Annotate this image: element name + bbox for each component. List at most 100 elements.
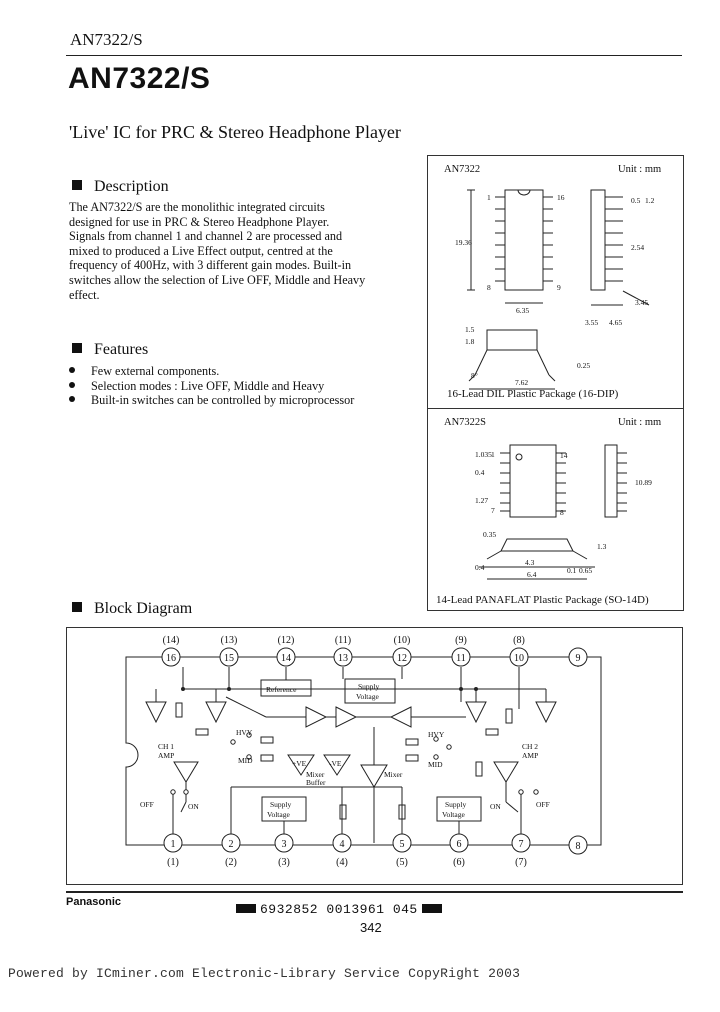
ic-outline xyxy=(125,656,602,846)
voltage-label: Voltage xyxy=(267,810,290,819)
so-pins-right xyxy=(556,452,566,512)
switch-node xyxy=(246,732,252,738)
dip-dim-label: 7.62 xyxy=(515,378,528,387)
dip-dim-label: 19.36 xyxy=(455,238,472,247)
pin-number: 5 xyxy=(400,839,405,850)
pin-alt-number: (6) xyxy=(453,857,465,868)
so-dim-label: 0.65 xyxy=(579,566,592,575)
dip-side-view xyxy=(590,189,606,291)
dip-dim-label: 16 xyxy=(557,193,565,202)
pin-circle xyxy=(511,833,531,853)
junction-dot xyxy=(227,687,231,691)
switch-node xyxy=(433,736,439,742)
dip-dim-label: 4.65 xyxy=(609,318,622,327)
so-dim-label: 4.3 xyxy=(525,558,535,567)
supply-label: Supply xyxy=(270,800,292,809)
dip-side-pins xyxy=(605,196,623,282)
hvy-label: HVY xyxy=(428,730,445,739)
resistor xyxy=(505,708,513,724)
pin-number: 10 xyxy=(514,653,524,664)
description-line: mixed to produced a Live Effect output, … xyxy=(69,243,333,258)
buffer-triangle xyxy=(335,706,358,728)
pin-circle xyxy=(451,647,471,667)
pin-circle xyxy=(276,647,296,667)
resistor xyxy=(195,728,209,736)
ch1-amp-label: CH 1 xyxy=(158,742,174,751)
pin-circle xyxy=(568,835,588,855)
block-diagram-svg: 16 15 14 13 12 11 10 9 (14) (13) (12) (1… xyxy=(125,635,602,868)
supply-voltage-box-top xyxy=(344,678,396,704)
section-bullet-icon xyxy=(72,602,82,612)
amp-triangle xyxy=(465,701,487,724)
page-number: 342 xyxy=(360,920,382,935)
barcode-block xyxy=(421,904,442,913)
pin-number: 3 xyxy=(282,839,287,850)
mid-label: MID xyxy=(428,760,443,769)
switch-node xyxy=(183,789,189,795)
junction-dot xyxy=(459,687,463,691)
pin-number: 9 xyxy=(576,653,581,664)
dip-dim-label: 1 xyxy=(487,193,491,202)
pin-number: 8 xyxy=(576,841,581,852)
switch-node xyxy=(230,739,236,745)
pin-circle xyxy=(332,833,352,853)
so-dim-label: 7 xyxy=(491,506,495,515)
so-package-caption: 14-Lead PANAFLAT Plastic Package (SO-14D… xyxy=(436,594,649,606)
service-footer: Powered by ICminer.com Electronic-Librar… xyxy=(8,966,521,981)
features-heading: Features xyxy=(72,341,148,359)
dip-end-view xyxy=(486,329,538,351)
so-pin1-mark xyxy=(515,453,523,461)
ch1-amp-label: AMP xyxy=(158,751,174,760)
pin-number: 14 xyxy=(281,653,291,664)
pin-circle xyxy=(163,833,183,853)
features-list: Few external components. Selection modes… xyxy=(69,364,409,408)
dip-dim-label: 0.25 xyxy=(577,361,590,370)
header-small-title: AN7322/S xyxy=(70,30,143,49)
so-dim-label: 1.27 xyxy=(475,496,488,505)
description-line: The AN7322/S are the monolithic integrat… xyxy=(69,200,325,214)
description-line: frequency of 400Hz, with 3 different gai… xyxy=(69,258,352,273)
description-body: The AN7322/S are the monolithic integrat… xyxy=(69,200,389,302)
so-top-view xyxy=(509,444,557,518)
ch2-amp-label: CH 2 xyxy=(522,742,538,751)
amp-triangle xyxy=(205,701,227,724)
pin-number: 1 xyxy=(171,839,176,850)
package-divider xyxy=(427,408,684,409)
package-drawings-box xyxy=(427,155,684,611)
dip-dim-label: 9 xyxy=(557,283,561,292)
barcode-block xyxy=(236,904,256,913)
pin-circle xyxy=(274,833,294,853)
dip-package-caption: 16-Lead DIL Plastic Package (16-DIP) xyxy=(447,388,619,400)
description-line: Signals from channel 1 and channel 2 are… xyxy=(69,229,343,244)
supply-label: Supply xyxy=(358,682,380,691)
pin-alt-number: (7) xyxy=(515,857,527,868)
pin-alt-number: (3) xyxy=(278,857,290,868)
dip-dim-label: 1.5 xyxy=(465,325,475,334)
on-label: ON xyxy=(490,802,501,811)
bullet-icon xyxy=(69,367,75,373)
mixer-buffer-label: Buffer xyxy=(306,778,326,787)
page-subtitle: 'Live' IC for PRC & Stereo Headphone Pla… xyxy=(69,122,401,142)
resistor xyxy=(475,761,483,777)
so-side-pins xyxy=(617,452,627,512)
section-bullet-icon xyxy=(72,180,82,190)
bullet-icon xyxy=(69,381,75,388)
amp-triangle xyxy=(145,701,167,724)
pin-number: 15 xyxy=(224,653,234,664)
junction-dot xyxy=(181,687,185,691)
pin-circle xyxy=(221,833,241,853)
block-diagram-heading: Block Diagram xyxy=(72,600,192,618)
dip-dim-label: 0.5 xyxy=(631,196,641,205)
switch-node xyxy=(518,789,524,795)
barcode-line: 6932852 0013961 045 xyxy=(232,902,446,917)
minus-ve-triangle xyxy=(323,754,351,776)
switch-node xyxy=(533,789,539,795)
description-line: designed for use in PRC & Stereo Headpho… xyxy=(69,214,330,229)
so-package-unit: Unit : mm xyxy=(618,417,662,428)
pin-number: 13 xyxy=(338,653,348,664)
dip-dim-label: 2.54 xyxy=(631,243,644,252)
pin-alt-number: (12) xyxy=(278,635,295,646)
pin-circle xyxy=(333,647,353,667)
dip-dim-label: 3.55 xyxy=(585,318,598,327)
bullet-icon xyxy=(69,396,75,403)
